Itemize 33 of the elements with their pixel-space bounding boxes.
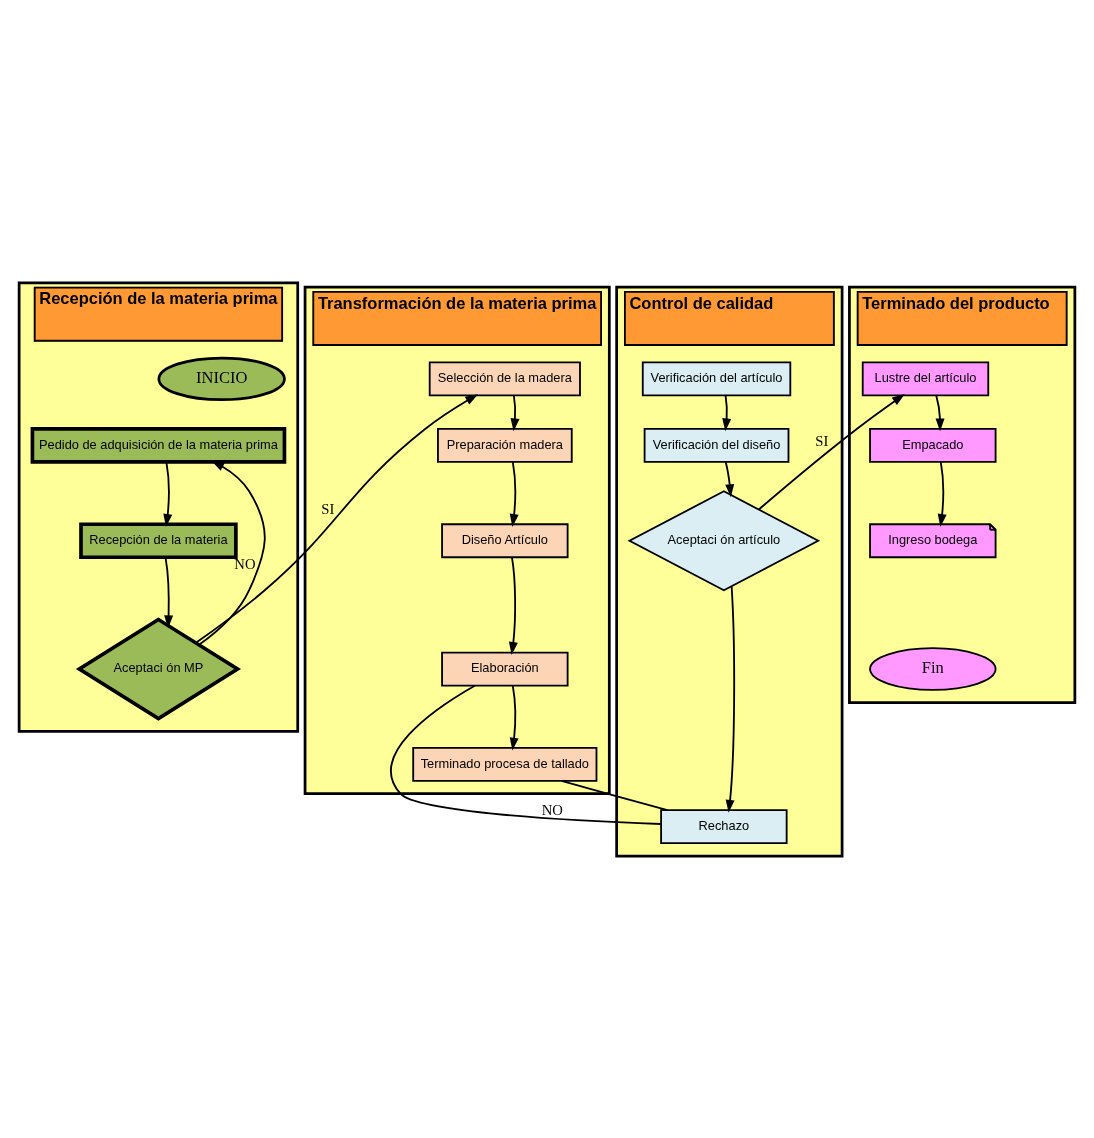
- node-box: Verificación del diseño: [643, 427, 790, 463]
- edge-label: NO: [541, 801, 563, 818]
- node-ellipse: INICIO: [157, 356, 286, 401]
- arrow: [508, 556, 518, 655]
- arrow: [163, 460, 173, 527]
- arrow: [724, 460, 735, 497]
- node-box: Verificación del artículo: [641, 360, 792, 396]
- connector: [390, 684, 662, 825]
- arrow: [164, 556, 174, 628]
- node-box: Empacado: [869, 427, 997, 463]
- node-box: Terminado procesa de tallado: [412, 746, 598, 782]
- arrow: [937, 460, 947, 527]
- arrow: [509, 684, 519, 751]
- node-box: Pedido de adquisición de la materia prima: [30, 426, 287, 464]
- node-box: Elaboración: [441, 651, 569, 686]
- node-diamond: Aceptaci ón artículo: [627, 489, 821, 591]
- arrow: [757, 393, 905, 510]
- node-box: Recepción de la materia: [79, 521, 238, 559]
- arrow: [935, 394, 945, 431]
- node-box: Diseño Artículo: [441, 522, 569, 558]
- edge-label: SI: [815, 432, 829, 449]
- node-ellipse: Fin: [869, 646, 997, 691]
- arrow: [198, 460, 266, 646]
- arrow: [195, 393, 479, 644]
- arrow: [722, 394, 732, 431]
- arrow: [510, 394, 520, 431]
- node-box: Lustre del artículo: [861, 360, 990, 396]
- arrow: [725, 584, 736, 813]
- arrow: [509, 460, 519, 527]
- edge-label: SI: [321, 500, 335, 517]
- node-box: Rechazo: [660, 808, 788, 844]
- node-box: Preparación madera: [437, 427, 573, 463]
- node-box: Selección de la madera: [428, 360, 581, 396]
